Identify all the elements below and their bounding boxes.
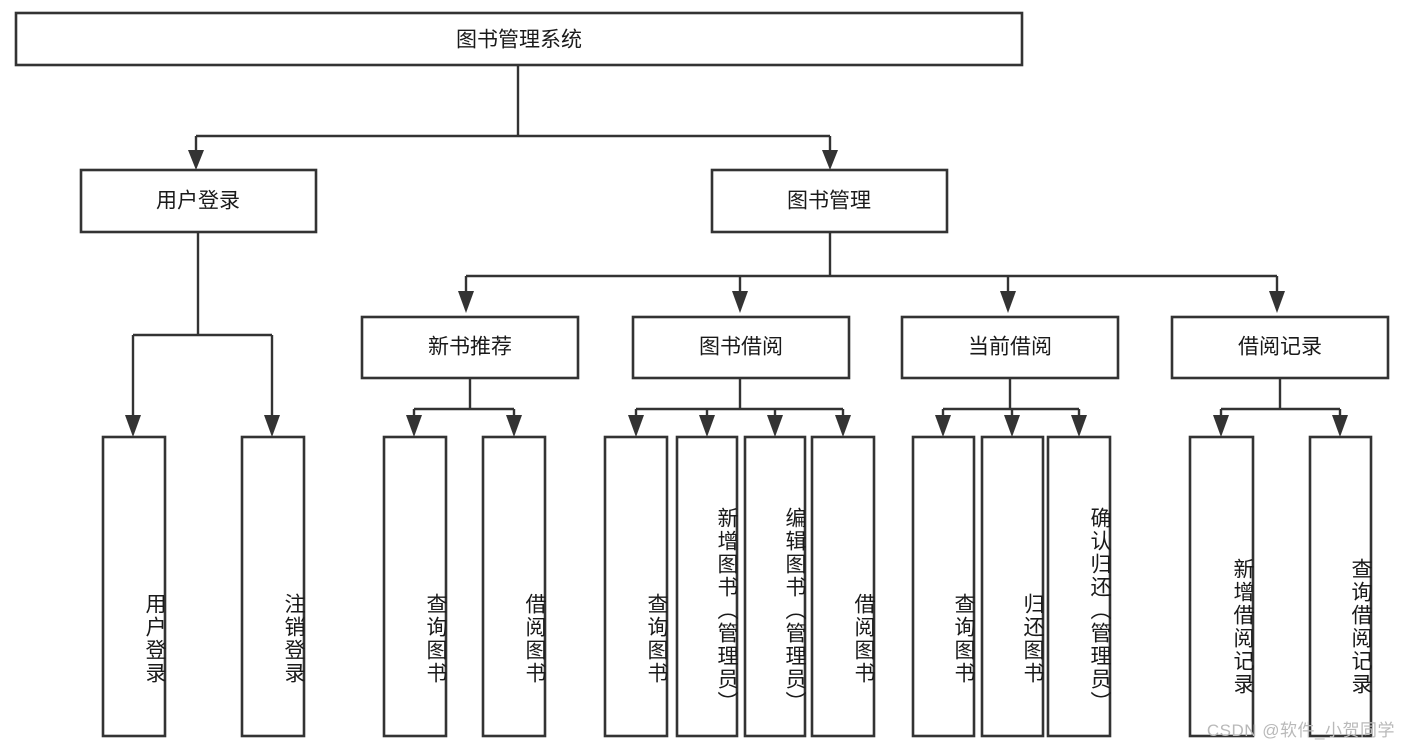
arrow-newbook-leaf-2 [506,415,522,437]
node-book-borrow[interactable]: 图书借阅 [631,315,851,380]
node-current-borrow-box[interactable] [900,315,1120,380]
leaf-box-cb-return[interactable] [980,435,1045,738]
node-user-login-box[interactable] [79,168,318,234]
node-new-book-recommend[interactable]: 新书推荐 [360,315,580,380]
arrow-user-login-leaf-2 [264,415,280,437]
arrow-newbook-leaf-1 [406,415,422,437]
node-borrow-record-label: 借阅记录 [1238,336,1322,359]
node-user-login[interactable]: 用户登录 [79,168,318,234]
arrow-bb-leaf-4 [835,415,851,437]
csdn-watermark: CSDN @软件_小贺同学 [1206,721,1395,740]
leaf-box-cb-confirm[interactable] [1046,435,1112,738]
leaf-box-bb-add[interactable] [675,435,739,738]
leaf-box-newbook-query[interactable] [382,435,448,738]
leaf-box-br-add[interactable] [1188,435,1255,738]
leaf-box-br-query[interactable] [1308,435,1373,738]
node-borrow-record[interactable]: 借阅记录 [1170,315,1390,380]
arrow-bb-leaf-1 [628,415,644,437]
connectors-borrow-record-to-leaves [1213,378,1348,437]
arrow-bm-to-borrow-record [1269,291,1285,313]
leaf-box-user-login-logout[interactable] [240,435,306,738]
arrow-cb-leaf-1 [935,415,951,437]
arrow-root-to-user-login [188,150,204,170]
node-current-borrow-label: 当前借阅 [968,336,1052,359]
node-book-manage-label: 图书管理 [787,190,871,213]
leaf-boxes-book-borrow [603,435,876,738]
arrow-user-login-leaf-1 [125,415,141,437]
arrow-cb-leaf-2 [1004,415,1020,437]
node-book-borrow-box[interactable] [631,315,851,380]
node-root-label: 图书管理系统 [456,29,582,52]
connectors-book-manage-to-level3 [458,232,1285,313]
node-book-manage-box[interactable] [710,168,949,234]
node-borrow-record-box[interactable] [1170,315,1390,380]
node-book-manage[interactable]: 图书管理 [710,168,949,234]
arrow-br-leaf-1 [1213,415,1229,437]
arrow-bm-to-book-borrow [732,291,748,313]
connectors-new-book-to-leaves [406,378,522,437]
node-root-box[interactable] [14,11,1024,67]
arrow-root-to-book-manage [822,150,838,170]
arrow-cb-leaf-3 [1071,415,1087,437]
arrow-bm-to-new-book [458,291,474,313]
leaf-box-bb-edit[interactable] [743,435,807,738]
leaf-box-cb-query[interactable] [911,435,976,738]
node-user-login-label: 用户登录 [156,190,240,213]
leaf-boxes-borrow-record [1188,435,1373,738]
arrow-bb-leaf-2 [699,415,715,437]
connectors-book-borrow-to-leaves [628,378,851,437]
node-new-book-recommend-box[interactable] [360,315,580,380]
arrow-bm-to-current-borrow [1000,291,1016,313]
node-root-system[interactable]: 图书管理系统 [14,11,1024,67]
leaf-boxes-new-book [382,435,547,738]
connectors-user-login-to-leaves [125,232,280,437]
connectors-root-to-level2 [188,65,838,170]
arrow-bb-leaf-3 [767,415,783,437]
leaf-box-newbook-borrow[interactable] [481,435,547,738]
node-new-book-recommend-label: 新书推荐 [428,336,512,359]
connectors-current-borrow-to-leaves [935,378,1087,437]
leaf-boxes-current-borrow [911,435,1112,738]
leaf-box-user-login-login[interactable] [101,435,167,738]
leaf-boxes-user-login [101,435,306,738]
node-book-borrow-label: 图书借阅 [699,336,783,359]
node-current-borrow[interactable]: 当前借阅 [900,315,1120,380]
leaf-box-bb-query[interactable] [603,435,669,738]
arrow-br-leaf-2 [1332,415,1348,437]
leaf-box-bb-borrow[interactable] [810,435,876,738]
